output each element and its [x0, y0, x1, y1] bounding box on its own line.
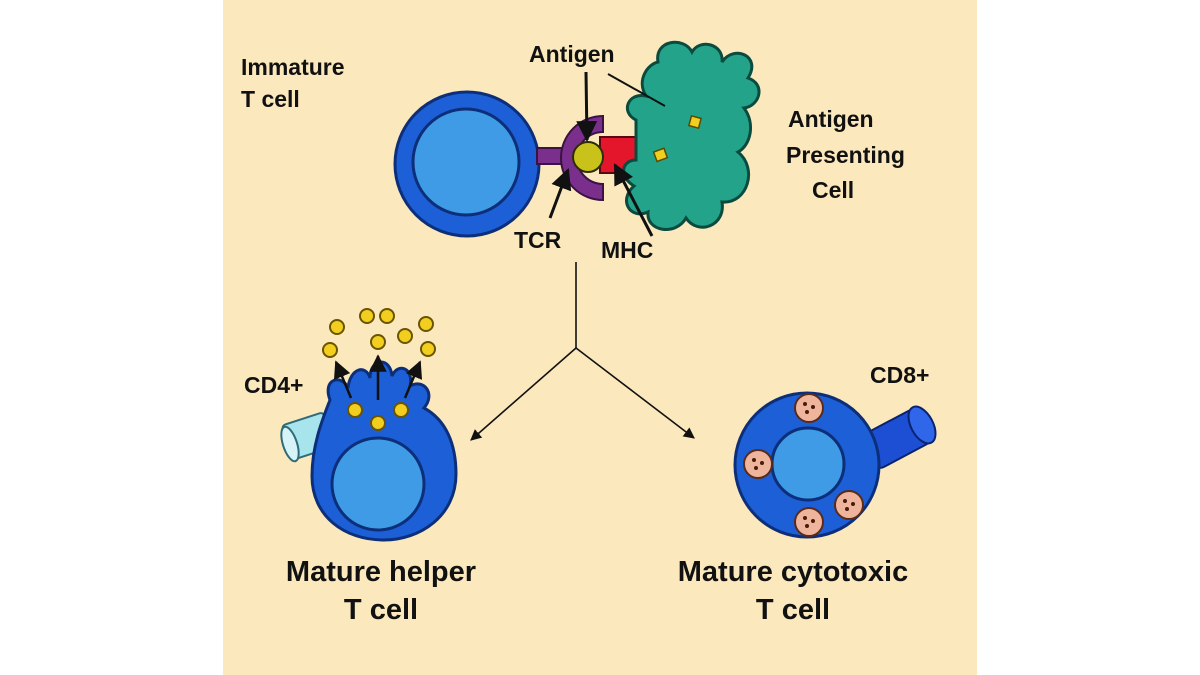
internal-granule [393, 402, 409, 418]
tcr-pointer-arrow [548, 168, 572, 219]
antigen-bound [572, 141, 604, 173]
apc-label-line2: Presenting [786, 142, 905, 168]
secreted-granule [359, 308, 375, 324]
secretion-arrow [333, 360, 353, 399]
internal-granule [370, 415, 386, 431]
helper-label-line1: Mature helper [286, 556, 476, 588]
secreted-granule [379, 308, 395, 324]
mature-helper-t-cell [280, 308, 458, 542]
branch-arrow-right [575, 347, 695, 439]
secreted-granule [329, 319, 345, 335]
mhc-pointer-arrow [613, 163, 654, 237]
cytotoxic-label-line1: Mature cytotoxic [678, 556, 908, 588]
immature-t-cell [393, 90, 541, 238]
cytotoxic-vesicle [794, 507, 824, 537]
antigen-pointer-line [607, 73, 666, 107]
branch-arrow-left [470, 347, 577, 441]
diagram-background [223, 0, 977, 675]
immature-t-cell-nucleus [411, 107, 521, 217]
apc-antigen-fragment-1 [687, 114, 703, 130]
cytotoxic-vesicle [743, 449, 773, 479]
immature-t-cell-label-line1: Immature [241, 54, 345, 80]
secreted-granule [370, 334, 386, 350]
immature-t-cell-label-line2: T cell [241, 86, 300, 112]
antigen-label: Antigen [529, 41, 615, 67]
secretion-arrow [403, 360, 423, 399]
cytotoxic-cell-nucleus [770, 426, 846, 502]
secreted-granule [322, 342, 338, 358]
helper-label-line2: T cell [344, 594, 418, 626]
antigen-presenting-cell [622, 40, 761, 231]
secreted-granule [420, 341, 436, 357]
helper-cell-nucleus [330, 436, 426, 532]
mature-cytotoxic-t-cell [733, 391, 937, 539]
antigen-pointer-arrow [576, 71, 598, 143]
cd8-label: CD8+ [870, 362, 929, 388]
apc-body [622, 40, 761, 231]
mhc-label: MHC [601, 237, 653, 263]
apc-label-line3: Cell [812, 177, 854, 203]
apc-label-line1: Antigen [788, 106, 874, 132]
secreted-granule [418, 316, 434, 332]
cytotoxic-label-line2: T cell [756, 594, 830, 626]
cytotoxic-vesicle [794, 393, 824, 423]
cytotoxic-vesicle [834, 490, 864, 520]
cd4-label: CD4+ [244, 372, 303, 398]
internal-granule [347, 402, 363, 418]
tcr-label: TCR [514, 227, 562, 253]
secreted-granule [397, 328, 413, 344]
apc-antigen-fragment-2 [652, 147, 669, 163]
